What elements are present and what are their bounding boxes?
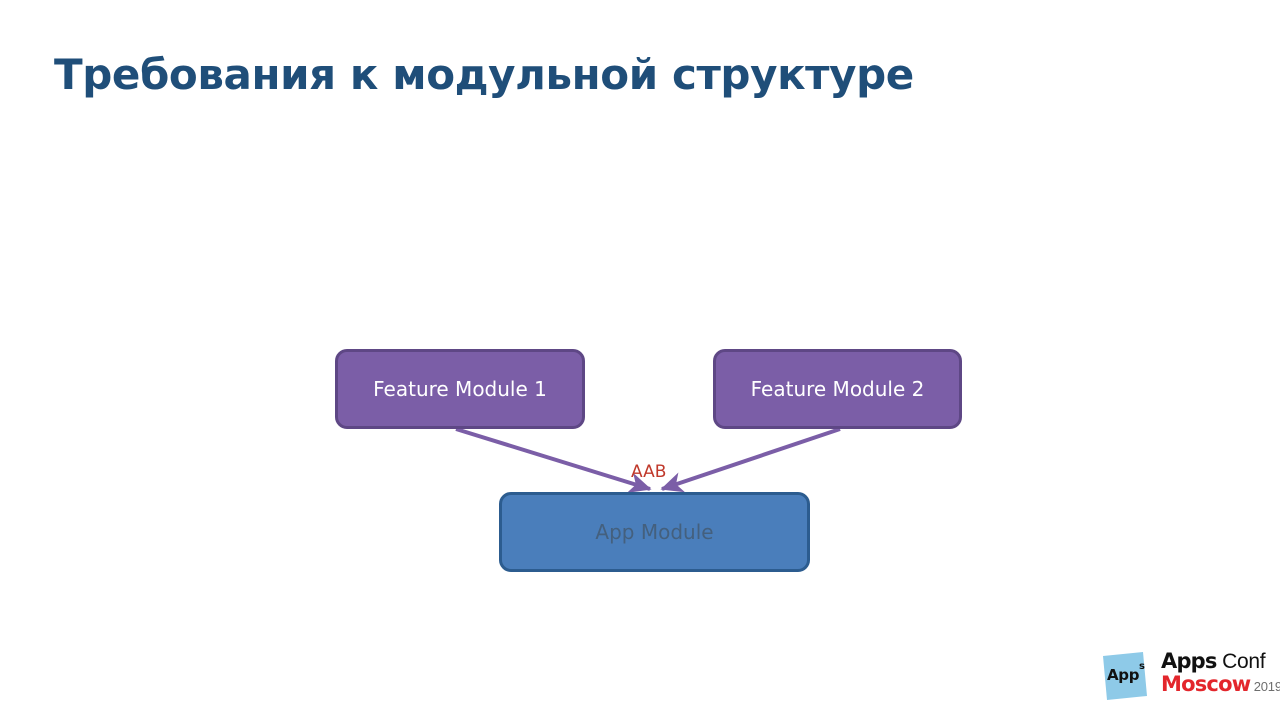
page-title: Требования к модульной структуре xyxy=(54,50,914,99)
appsconf-logo: App s Apps Conf Moscow 2019 xyxy=(1097,648,1280,706)
node-feature-module-2-label: Feature Module 2 xyxy=(750,377,925,401)
app-badge-icon xyxy=(1103,652,1147,700)
logo-apps-text: Apps xyxy=(1161,649,1217,673)
logo-moscow-text: Moscow xyxy=(1161,672,1251,697)
node-app-module-label: App Module xyxy=(595,520,714,544)
logo-line-appsconf: Apps Conf xyxy=(1161,650,1271,673)
arrow-feature1-to-app xyxy=(455,427,652,493)
node-feature-module-2[interactable]: Feature Module 2 xyxy=(713,349,962,429)
edge-label-aab: AAB xyxy=(631,462,667,482)
app-badge-text: App xyxy=(1107,666,1140,684)
arrow-feature2-to-app xyxy=(660,427,841,493)
logo-conf-text: Conf xyxy=(1216,650,1266,673)
node-app-module[interactable]: App Module xyxy=(499,492,810,572)
node-feature-module-1-label: Feature Module 1 xyxy=(373,377,547,401)
node-feature-module-1[interactable]: Feature Module 1 xyxy=(335,349,585,429)
logo-year-text: 2019 xyxy=(1250,679,1280,695)
logo-line-moscow-year: Moscow 2019 xyxy=(1161,672,1280,697)
app-badge-superscript: s xyxy=(1139,661,1145,672)
logo-wordmark: Apps Conf Moscow 2019 xyxy=(1161,650,1280,697)
